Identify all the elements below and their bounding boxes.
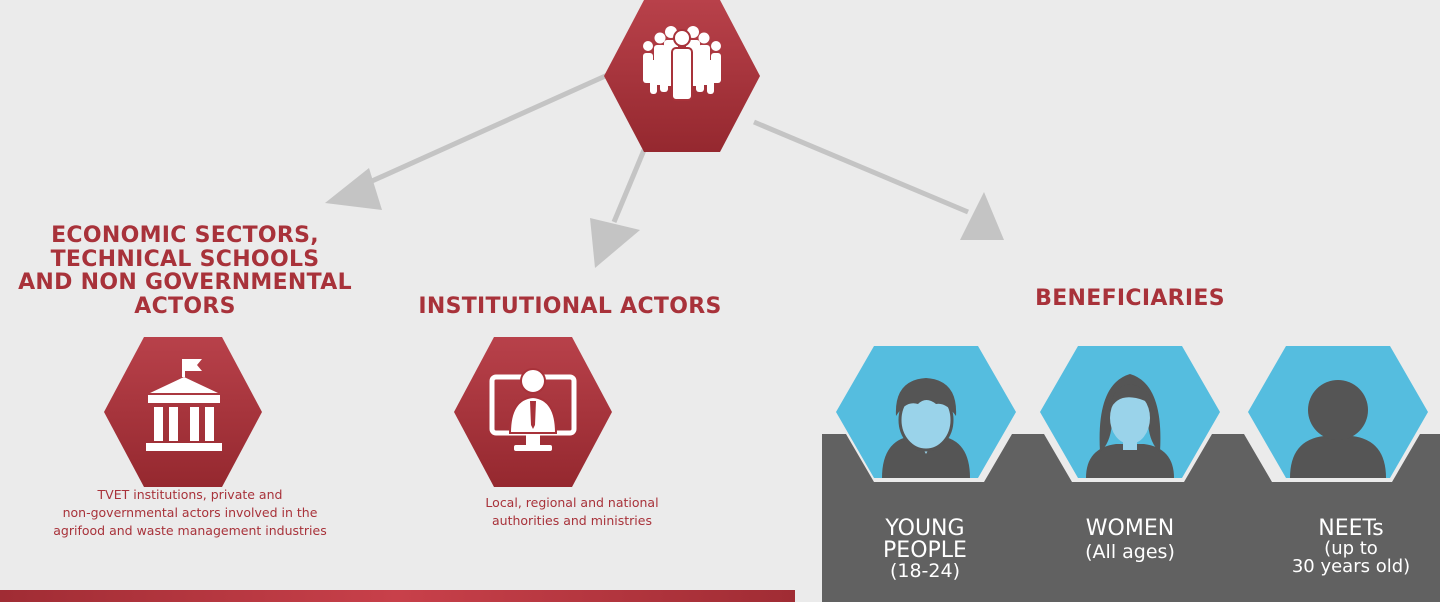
young-people-label: YOUNG PEOPLE (18-24) bbox=[870, 518, 980, 581]
arrow-to-beneficiaries bbox=[753, 119, 969, 215]
beneficiaries-heading: BENEFICIARIES bbox=[1035, 286, 1225, 311]
arrow-to-institutional bbox=[611, 149, 647, 223]
government-building-icon bbox=[146, 359, 222, 451]
economic-description-line: TVET institutions, private and bbox=[97, 487, 283, 502]
economic-description-line: agrifood and waste management industries bbox=[53, 523, 327, 538]
top-hexagon bbox=[604, 0, 760, 152]
arrow-to-economic bbox=[350, 70, 614, 193]
neets-label-line: NEETs bbox=[1318, 516, 1384, 541]
arrowhead-beneficiaries bbox=[960, 192, 1004, 240]
group-of-people-icon bbox=[643, 26, 721, 101]
institutional-description: Local, regional and national authorities… bbox=[420, 494, 724, 530]
economic-heading-line: TECHNICAL SCHOOLS bbox=[50, 246, 320, 272]
institutional-hexagon bbox=[454, 337, 612, 487]
women-label-line: (All ages) bbox=[1085, 541, 1175, 563]
institutional-description-line: authorities and ministries bbox=[492, 513, 652, 528]
economic-heading: ECONOMIC SECTORS, TECHNICAL SCHOOLS AND … bbox=[0, 224, 370, 318]
arrowhead-institutional bbox=[590, 218, 640, 268]
young-people-label-line: YOUNG bbox=[885, 516, 965, 541]
young-people-label-line: (18-24) bbox=[889, 560, 961, 582]
economic-heading-line: ACTORS bbox=[134, 293, 236, 319]
neets-label-line: 30 years old) bbox=[1291, 556, 1411, 577]
person-icon bbox=[1290, 380, 1386, 478]
economic-heading-line: AND NON GOVERNMENTAL bbox=[18, 270, 352, 295]
women-label-line: WOMEN bbox=[1085, 516, 1175, 541]
institutional-heading: INSTITUTIONAL ACTORS bbox=[418, 294, 722, 319]
neets-label-line: (up to bbox=[1324, 538, 1378, 559]
neets-label: NEETs (up to 30 years old) bbox=[1262, 518, 1440, 576]
economic-hexagon bbox=[104, 337, 262, 487]
bottom-accent-bar bbox=[0, 590, 795, 602]
beneficiaries-panel bbox=[822, 346, 1440, 602]
economic-description: TVET institutions, private and non-gover… bbox=[10, 486, 370, 540]
young-person-icon bbox=[882, 378, 970, 478]
women-label: WOMEN (All ages) bbox=[1062, 518, 1198, 562]
official-on-monitor-icon bbox=[489, 368, 577, 451]
institutional-description-line: Local, regional and national bbox=[485, 495, 659, 510]
economic-description-line: non-governmental actors involved in the bbox=[62, 505, 318, 520]
young-people-label-line: PEOPLE bbox=[883, 538, 967, 563]
woman-icon bbox=[1086, 374, 1174, 478]
arrowhead-economic bbox=[325, 168, 382, 210]
economic-heading-line: ECONOMIC SECTORS, bbox=[51, 223, 319, 248]
